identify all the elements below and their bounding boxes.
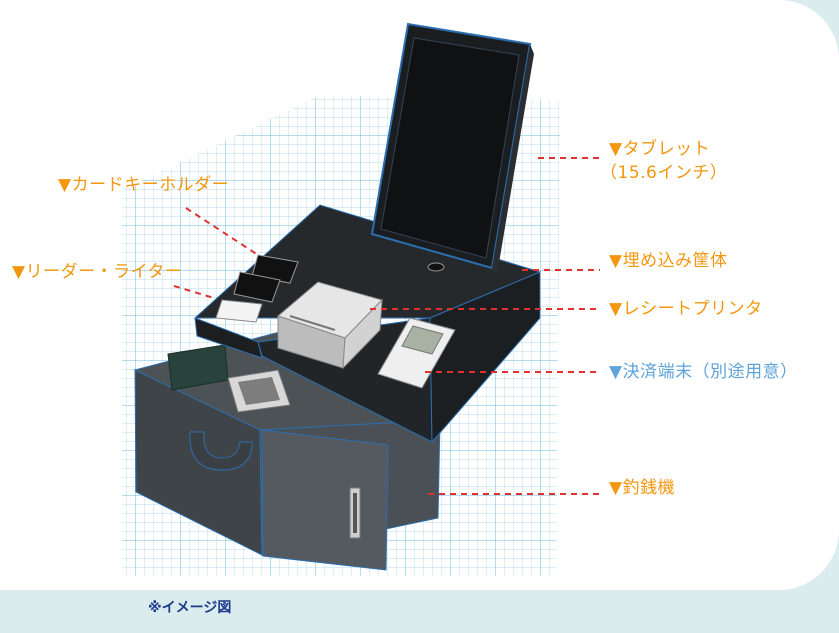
- label-receipt-printer: ▼レシートプリンタ: [609, 299, 763, 319]
- reader-writer-device: [215, 299, 263, 323]
- leader-lines: [173, 157, 600, 495]
- leader-line-reader-writer: [173, 285, 215, 299]
- card-key-holder: [233, 254, 299, 303]
- receipt-printer-device: [276, 281, 383, 370]
- label-card-key-holder: ▼カードキーホルダー: [58, 175, 230, 195]
- label-payment-terminal: ▼決済端末（別途用意）: [609, 362, 798, 382]
- tablet-device: [370, 22, 534, 275]
- image-caption: ※イメージ図: [148, 600, 232, 616]
- label-change-machine: ▼釣銭機: [609, 478, 676, 498]
- label-reader-writer: ▼リーダー・ライター: [12, 262, 183, 282]
- label-tablet-size: （15.6インチ）: [600, 163, 728, 183]
- label-tablet: ▼タブレット: [609, 139, 711, 159]
- leader-line-card-key-holder: [185, 207, 259, 256]
- label-embedded-housing: ▼埋め込み筐体: [609, 251, 728, 271]
- drawer-handle: [189, 431, 253, 471]
- payment-terminal-device: [377, 317, 456, 389]
